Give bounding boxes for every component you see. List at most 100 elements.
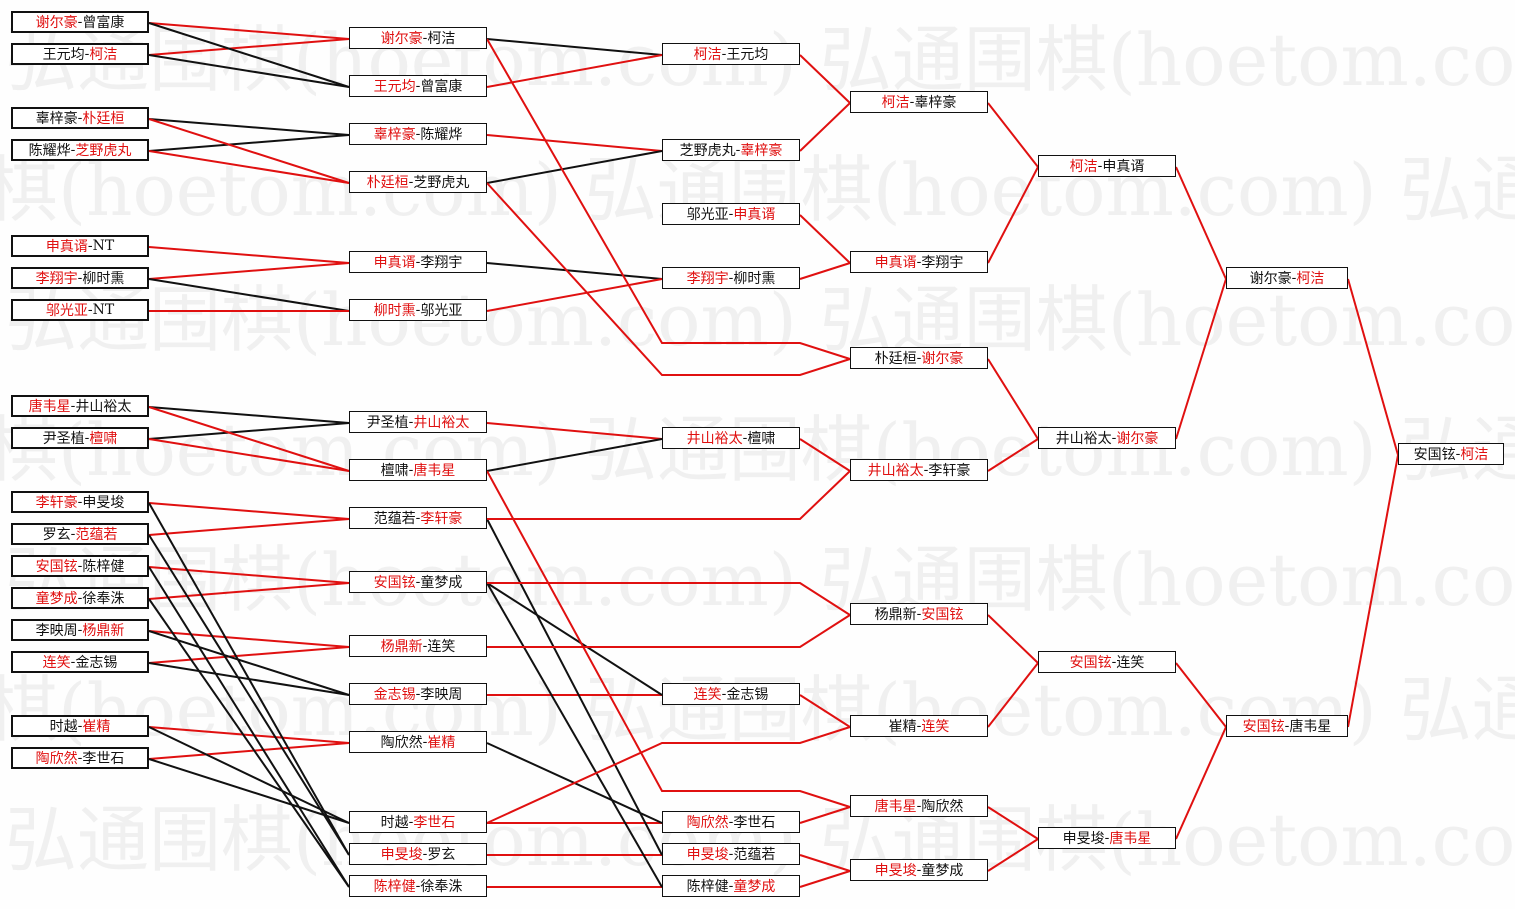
winner-connector	[148, 38, 350, 56]
separator: -	[735, 142, 741, 158]
match-box: 童梦成-徐奉洙	[11, 587, 149, 609]
player-2: 连笑	[427, 639, 456, 655]
loser-connector	[486, 150, 663, 184]
loser-connector	[148, 118, 350, 136]
match-box: 范蕴若-李轩豪	[349, 507, 487, 529]
winner-connector	[487, 470, 851, 520]
separator: -	[415, 254, 421, 270]
player-1: 井山裕太	[686, 431, 743, 447]
match-box: 檀啸-唐韦星	[349, 459, 487, 481]
player-1: 安国铉	[1069, 655, 1112, 671]
loser-connector	[148, 598, 350, 888]
separator: -	[728, 846, 734, 862]
player-1: 尹圣植	[366, 415, 409, 431]
separator: -	[742, 430, 748, 446]
player-1: 陈梓健	[686, 879, 729, 895]
player-2: 谢尔豪	[1116, 431, 1159, 447]
separator: -	[728, 814, 734, 830]
winner-connector	[148, 150, 350, 184]
winner-connector	[148, 646, 350, 664]
player-1: 井山裕太	[1055, 431, 1112, 447]
winner-connector	[799, 214, 851, 264]
match-box: 安国铉-唐韦星	[1226, 715, 1348, 737]
match-box: 李映周-杨鼎新	[11, 619, 149, 641]
player-2: 曾富康	[420, 79, 463, 95]
player-1: 罗玄	[42, 527, 71, 543]
winner-connector	[148, 438, 350, 472]
separator: -	[422, 846, 428, 862]
match-box: 唐韦星-陶欣然	[850, 795, 988, 817]
winner-connector	[987, 166, 1039, 264]
separator: -	[721, 686, 727, 702]
player-2: 连笑	[921, 719, 950, 735]
player-2: 范蕴若	[733, 847, 776, 863]
loser-connector	[486, 518, 663, 856]
loser-connector	[148, 566, 350, 888]
match-box: 柯洁-辜梓豪	[850, 91, 988, 113]
player-2: 陈耀烨	[420, 127, 463, 143]
player-2: NT	[92, 238, 115, 254]
player-2: 童梦成	[420, 575, 463, 591]
player-2: 辜梓豪	[914, 95, 957, 111]
winner-connector	[799, 806, 851, 824]
winner-connector	[1175, 166, 1227, 280]
player-2: 井山裕太	[75, 399, 132, 415]
separator: -	[916, 254, 922, 270]
separator: -	[70, 142, 76, 158]
player-2: 谢尔豪	[921, 351, 964, 367]
winner-connector	[486, 54, 663, 88]
player-1: 李映周	[35, 623, 78, 639]
match-box: 陈梓健-童梦成	[662, 875, 800, 897]
loser-connector	[148, 54, 350, 88]
player-1: 连笑	[42, 655, 71, 671]
match-box: 时越-李世石	[349, 811, 487, 833]
match-box: 安国铉-童梦成	[349, 571, 487, 593]
loser-connector	[148, 278, 350, 312]
match-box: 陶欣然-李世石	[11, 747, 149, 769]
winner-connector	[148, 518, 350, 536]
player-2: 李翔宇	[420, 255, 463, 271]
match-box: 辜梓豪-朴廷桓	[11, 107, 149, 129]
winner-connector	[486, 38, 851, 360]
player-2: 李世石	[82, 751, 125, 767]
match-box: 申旻埈-童梦成	[850, 859, 988, 881]
loser-connector	[148, 422, 350, 440]
player-1: 辜梓豪	[373, 127, 416, 143]
loser-connector	[486, 262, 663, 280]
loser-connector	[486, 582, 663, 888]
match-box: 谢尔豪-柯洁	[349, 27, 487, 49]
winner-connector	[486, 470, 851, 808]
winner-connector	[148, 630, 350, 648]
match-box: 井山裕太-檀啸	[662, 427, 800, 449]
player-1: 时越	[49, 719, 78, 735]
match-box: 连笑-金志锡	[662, 683, 800, 705]
match-box: 申旻埈-罗玄	[349, 843, 487, 865]
winner-connector	[987, 662, 1039, 728]
player-1: 陈梓健	[373, 879, 416, 895]
player-2: 徐奉洙	[420, 879, 463, 895]
separator: -	[77, 110, 83, 126]
winner-connector	[486, 422, 663, 440]
loser-connector	[148, 502, 350, 856]
loser-connector	[486, 582, 663, 696]
match-box: 安国铉-柯洁	[1398, 443, 1504, 465]
loser-connector	[148, 134, 350, 152]
player-2: 王元均	[726, 47, 769, 63]
player-2: 范蕴若	[75, 527, 118, 543]
separator: -	[415, 78, 421, 94]
separator: -	[77, 718, 83, 734]
separator: -	[87, 238, 93, 254]
separator: -	[87, 302, 93, 318]
player-1: 谢尔豪	[1249, 271, 1292, 287]
player-2: 崔精	[427, 735, 456, 751]
winner-connector	[1347, 454, 1399, 728]
winner-connector	[148, 566, 350, 584]
separator: -	[84, 46, 90, 62]
winner-connector	[1175, 726, 1227, 840]
separator: -	[408, 814, 414, 830]
loser-connector	[486, 38, 663, 56]
player-1: 申真谞	[373, 255, 416, 271]
winner-connector	[148, 406, 350, 472]
player-1: 邬光亚	[686, 207, 729, 223]
player-2: 李轩豪	[420, 511, 463, 527]
